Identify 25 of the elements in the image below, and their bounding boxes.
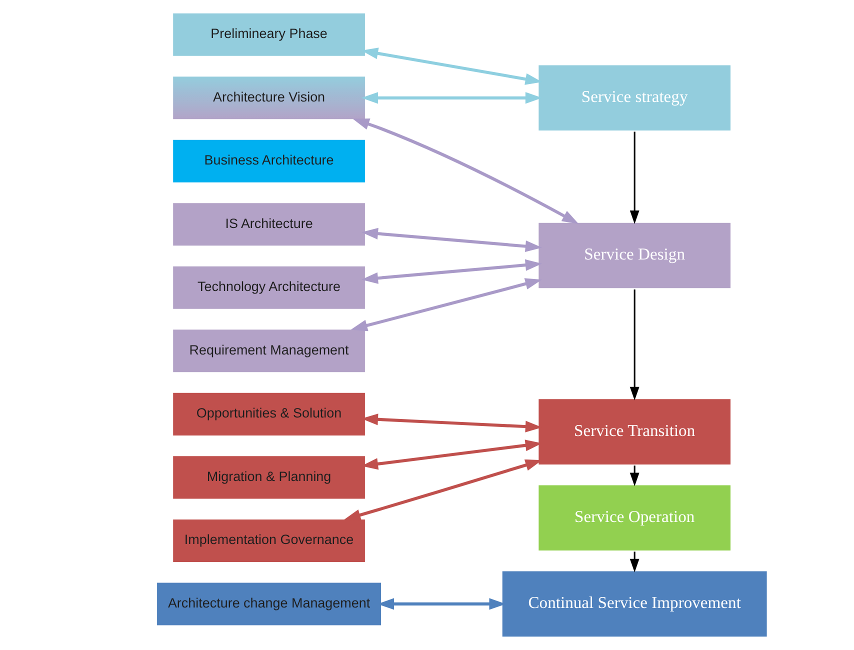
node-box: Architecture Vision <box>170 74 367 122</box>
node-box: Service Design <box>536 220 732 290</box>
node-box: Business Architecture <box>170 138 367 184</box>
node-box: Opportunities & Solution <box>170 390 367 438</box>
arrow <box>360 92 542 104</box>
arrow <box>343 459 542 521</box>
node-box: Implementation Governance <box>170 517 367 564</box>
arrow <box>350 278 542 332</box>
arrow <box>629 289 639 400</box>
node-box: Requirement Management <box>170 328 367 374</box>
node-box: Service strategy <box>536 63 732 133</box>
node-box: Architecture change Management <box>154 580 383 628</box>
arrow <box>360 259 542 284</box>
arrow <box>629 552 639 572</box>
node-box: Service Transition <box>536 397 732 467</box>
node-box: Prelimineary Phase <box>170 11 367 58</box>
arrow <box>629 466 639 486</box>
node-box: Continual Service Improvement <box>500 569 768 639</box>
arrow <box>352 118 578 224</box>
node-box: IS Architecture <box>170 201 367 248</box>
node-box: Service Operation <box>536 483 732 553</box>
arrow <box>629 132 639 224</box>
node-box: Technology Architecture <box>170 264 367 311</box>
arrow <box>360 228 542 252</box>
node-box: Migration & Planning <box>170 454 367 501</box>
